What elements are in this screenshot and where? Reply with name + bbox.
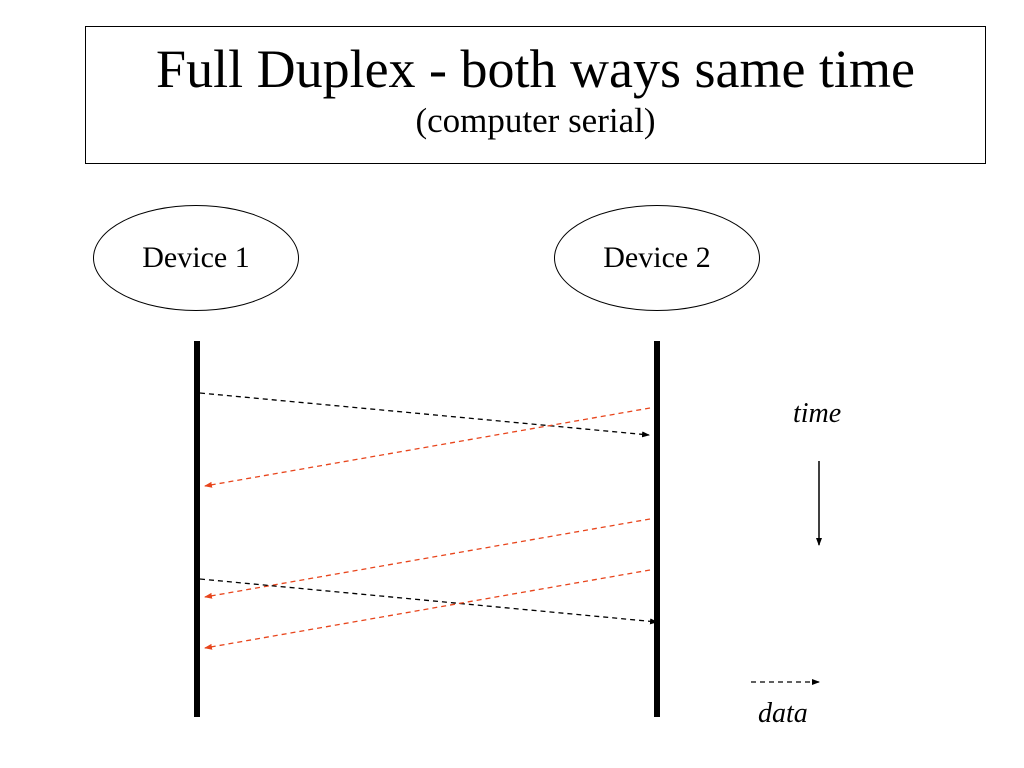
- data-arrow-d1-to-d2: [199, 392, 650, 438]
- data-arrow-d2-to-d1: [204, 407, 651, 488]
- time-label: time: [793, 398, 842, 429]
- title-box: Full Duplex - both ways same time (compu…: [85, 26, 986, 164]
- data-arrow-d2-to-d1: [204, 569, 651, 650]
- device-1-node: Device 1: [93, 205, 299, 311]
- device-1-label: Device 1: [142, 241, 250, 274]
- page-title: Full Duplex - both ways same time: [156, 39, 915, 99]
- data-arrow-d1-to-d2: [199, 578, 658, 625]
- data-legend-label: data: [758, 698, 808, 729]
- device-2-node: Device 2: [554, 205, 760, 311]
- page-subtitle: (computer serial): [415, 101, 656, 140]
- data-arrow-d2-to-d1: [204, 518, 651, 599]
- device-2-label: Device 2: [603, 241, 711, 274]
